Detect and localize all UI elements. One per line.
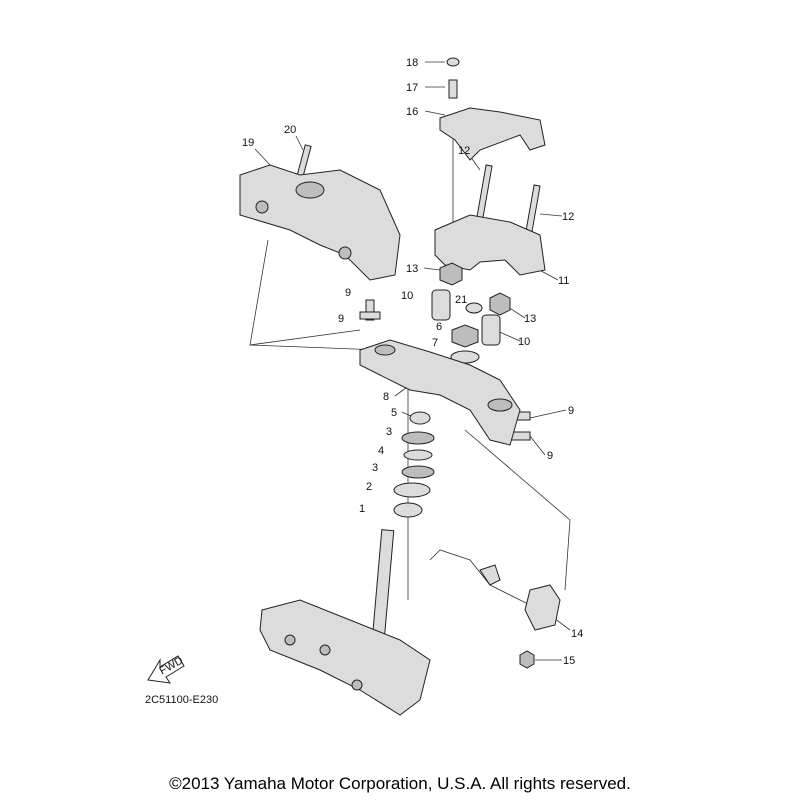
part-14-wire	[429, 549, 541, 611]
label-1: 1	[359, 503, 365, 515]
crown-hole	[487, 398, 513, 412]
label-9: 9	[547, 450, 553, 462]
label-21: 21	[455, 294, 467, 306]
part-8-crown	[359, 339, 521, 446]
label-19: 19	[242, 137, 254, 149]
part-3-ring-nut	[401, 431, 435, 445]
label-5: 5	[391, 407, 397, 419]
label-8: 8	[383, 391, 389, 403]
label-10: 10	[518, 336, 530, 348]
copyright-notice: ©2013 Yamaha Motor Corporation, U.S.A. A…	[169, 774, 631, 793]
label-13: 13	[406, 263, 418, 275]
part-2-bearing-cover	[393, 482, 431, 498]
fwd-arrow-icon: FWD	[147, 655, 185, 684]
label-13: 13	[524, 313, 536, 325]
part-18-cap	[446, 57, 460, 67]
part-15-nut	[519, 650, 535, 669]
part-5-lock-washer	[409, 411, 431, 425]
part-labels: 18 17 16 20 19 12 12 13 11 9 10 21 13 9 …	[242, 57, 583, 667]
bracket-hole	[338, 246, 352, 260]
label-9: 9	[338, 313, 344, 325]
under-bracket	[259, 599, 431, 716]
label-12: 12	[458, 145, 470, 157]
label-17: 17	[406, 82, 418, 94]
label-12: 12	[562, 211, 574, 223]
label-6: 6	[436, 321, 442, 333]
part-3-ring-nut	[401, 465, 435, 479]
label-9: 9	[568, 405, 574, 417]
part-9-bolt	[365, 299, 375, 321]
label-4: 4	[378, 445, 384, 457]
label-11: 11	[558, 275, 569, 287]
part-10-damper	[431, 289, 451, 321]
bracket-hole	[351, 679, 363, 691]
label-7: 7	[432, 337, 438, 349]
bracket-hole	[284, 634, 296, 646]
part-17-bolt	[448, 79, 458, 99]
label-10: 10	[401, 290, 413, 302]
steering-stem	[371, 529, 395, 641]
diagram-code: 2C51100-E230	[145, 694, 219, 706]
part-13-nut	[439, 262, 463, 286]
part-14-guide	[524, 584, 561, 631]
part-6-nut	[451, 324, 479, 348]
label-9: 9	[345, 287, 351, 299]
part-10-damper	[481, 314, 501, 346]
bracket-hole	[319, 644, 331, 656]
label-3: 3	[372, 462, 378, 474]
part-11-handlebar-holder-lower	[434, 214, 546, 276]
label-14: 14	[571, 628, 583, 640]
part-4-rubber-washer	[403, 449, 433, 461]
part-9-bolt	[359, 311, 381, 320]
label-18: 18	[406, 57, 418, 69]
label-2: 2	[366, 481, 372, 493]
label-16: 16	[406, 106, 418, 118]
crown-hole	[374, 344, 396, 356]
label-15: 15	[563, 655, 575, 667]
part-19-upper-bracket	[239, 164, 401, 281]
part-1-bearing	[393, 502, 423, 518]
part-16-handlebar-holder-upper	[439, 107, 546, 161]
bracket-hole	[255, 200, 269, 214]
part-21-washer	[465, 302, 483, 314]
label-3: 3	[386, 426, 392, 438]
part-13-nut	[489, 292, 511, 316]
label-20: 20	[284, 124, 296, 136]
part-14-clip	[479, 564, 501, 586]
bracket-hole	[295, 181, 325, 199]
